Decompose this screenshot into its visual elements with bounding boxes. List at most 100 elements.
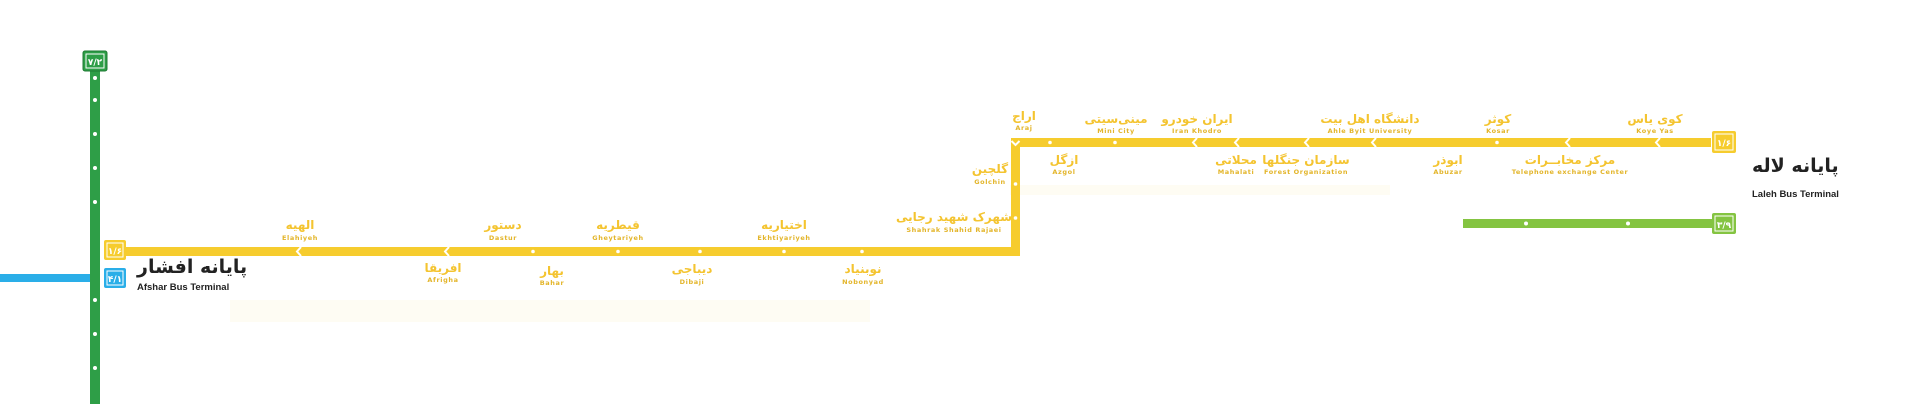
station-azgol[interactable]: ازگل Azgol: [1050, 153, 1079, 176]
station-mokhaberat[interactable]: مرکز مخابــرات Telephone exchange Center: [1512, 153, 1629, 176]
station-mahallati[interactable]: محلاتی Mahalati: [1215, 153, 1257, 176]
station-label-fa: اراج: [1012, 109, 1036, 123]
station-label-en: Dastur: [489, 234, 517, 242]
stop-dot: [782, 249, 786, 254]
station-nobonyad[interactable]: نوبنیاد Nobonyad: [842, 262, 884, 286]
station-label-fa: قیطریه: [596, 218, 640, 232]
station-label-fa: سازمان جنگلها: [1262, 153, 1349, 167]
station-kuyeyas[interactable]: کوی یاس Koye Yas: [1627, 112, 1682, 135]
yellow-line-upper: [1011, 138, 1711, 147]
stop-chevron: [1370, 137, 1377, 148]
station-label-fa: کوی یاس: [1627, 112, 1682, 127]
light-green-dot: [1524, 221, 1528, 226]
badge-yellow-laleh: ۱/۶: [1712, 131, 1736, 153]
station-araj[interactable]: اراج Araj: [1012, 109, 1036, 132]
green-dot: [93, 98, 97, 102]
station-label-fa: کوثر: [1484, 112, 1511, 127]
badge-green-top: ۷/۲: [82, 50, 108, 72]
terminal-laleh-en: Laleh Bus Terminal: [1752, 189, 1839, 200]
station-label-fa: ایران خودرو: [1160, 112, 1232, 127]
yellow-stops: [295, 137, 1661, 257]
station-label-fa: اختیاریه: [761, 218, 807, 232]
station-label-fa: دانشگاه اهل بیت: [1320, 112, 1419, 126]
station-label-en: Dibaji: [680, 278, 705, 286]
badge-text: ۴/۱: [108, 275, 122, 285]
blue-line: [0, 274, 92, 282]
stop-dot: [698, 249, 702, 254]
station-label-en: Golchin: [974, 178, 1006, 186]
station-label-fa: گلچین: [972, 162, 1008, 176]
stop-chevron: [1010, 140, 1021, 147]
station-label-fa: ابوذر: [1432, 153, 1462, 168]
green-dot: [93, 132, 97, 136]
green-dot: [93, 366, 97, 370]
light-green-dot: [1626, 221, 1630, 226]
station-label-en: Ekhtiyariyeh: [757, 234, 810, 242]
green-line: [90, 60, 100, 404]
station-label-en: Azgol: [1052, 168, 1075, 176]
station-shahrak[interactable]: شهرک شهید رجایی Shahrak Shahid Rajaei: [896, 210, 1012, 234]
green-dot: [93, 298, 97, 302]
badge-text: ۷/۲: [88, 58, 103, 68]
station-irankhodro[interactable]: ایران خودرو Iran Khodro: [1160, 112, 1232, 135]
terminal-laleh[interactable]: پایانه لاله Laleh Bus Terminal: [1752, 155, 1839, 200]
station-label-en: Bahar: [540, 279, 565, 287]
station-abuzar[interactable]: ابوذر Abuzar: [1432, 153, 1462, 176]
stop-dot: [1048, 140, 1052, 145]
yellow-line: [118, 138, 1711, 256]
station-label-en: Shahrak Shahid Rajaei: [906, 226, 1001, 234]
station-dibaji[interactable]: دیباجی Dibaji: [672, 262, 713, 286]
background-shadow: [230, 185, 1390, 322]
terminal-afshar[interactable]: پایانه افشار Afshar Bus Terminal: [136, 256, 247, 293]
terminal-afshar-en: Afshar Bus Terminal: [137, 282, 229, 293]
badge-green-laleh: ۳/۹: [1712, 213, 1736, 234]
station-minicity[interactable]: مینی‌سیتی Mini City: [1084, 112, 1147, 135]
station-label-fa: محلاتی: [1215, 153, 1257, 167]
station-label-fa: ازگل: [1050, 153, 1079, 167]
light-green-line: [1463, 219, 1713, 228]
station-label-en: Kosar: [1486, 127, 1510, 135]
stop-dot: [1013, 182, 1018, 186]
station-ahlbeyt[interactable]: دانشگاه اهل بیت Ahle Byit University: [1320, 112, 1419, 135]
station-elahieh[interactable]: الهیه Elahiyeh: [282, 218, 318, 242]
station-label-en: Iran Khodro: [1172, 127, 1222, 135]
stop-chevron: [1191, 137, 1198, 148]
stop-dot: [1495, 140, 1499, 145]
station-label-en: Mini City: [1097, 127, 1135, 135]
station-ekhtiarieh[interactable]: اختیاریه Ekhtiyariyeh: [757, 218, 810, 242]
station-label-fa: الهیه: [286, 218, 315, 232]
station-label-en: Afrigha: [427, 276, 458, 284]
station-afrigha[interactable]: افریقا Afrigha: [424, 261, 461, 284]
green-dot: [93, 332, 97, 336]
station-label-fa: بهار: [539, 264, 564, 278]
station-label-en: Abuzar: [1433, 168, 1462, 176]
green-line-dots: [93, 76, 97, 370]
stop-dot: [1113, 140, 1117, 145]
station-label-fa: دیباجی: [672, 262, 713, 276]
badge-text: ۱/۶: [108, 247, 122, 257]
stop-chevron: [295, 246, 302, 257]
yellow-line-lower: [118, 247, 1020, 256]
station-golchin[interactable]: گلچین Golchin: [972, 162, 1008, 186]
station-label-en: Ahle Byit University: [1328, 127, 1413, 135]
badge-text: ۳/۹: [1717, 221, 1732, 231]
badge-yellow-afshar: ۱/۶: [104, 240, 126, 260]
station-dastur[interactable]: دستور Dastur: [483, 218, 521, 242]
station-bahar[interactable]: بهار Bahar: [539, 264, 564, 287]
station-label-fa: دستور: [483, 218, 521, 233]
green-dot: [93, 166, 97, 170]
stop-chevron: [1564, 137, 1571, 148]
station-label-en: Elahiyeh: [282, 234, 318, 242]
station-sazman[interactable]: سازمان جنگلها Forest Organization: [1262, 153, 1349, 176]
station-label-en: Forest Organization: [1264, 168, 1348, 176]
station-label-en: Araj: [1015, 124, 1032, 132]
green-dot: [93, 76, 97, 80]
station-kosar[interactable]: کوثر Kosar: [1484, 112, 1511, 135]
station-label-en: Koye Yas: [1636, 127, 1673, 135]
station-label-en: Gheytariyeh: [592, 234, 643, 242]
station-gheytarieh[interactable]: قیطریه Gheytariyeh: [592, 218, 643, 242]
stop-chevron: [1654, 137, 1661, 148]
station-label-fa: شهرک شهید رجایی: [896, 210, 1012, 224]
station-label-fa: افریقا: [424, 261, 461, 275]
terminal-laleh-fa: پایانه لاله: [1752, 155, 1839, 177]
